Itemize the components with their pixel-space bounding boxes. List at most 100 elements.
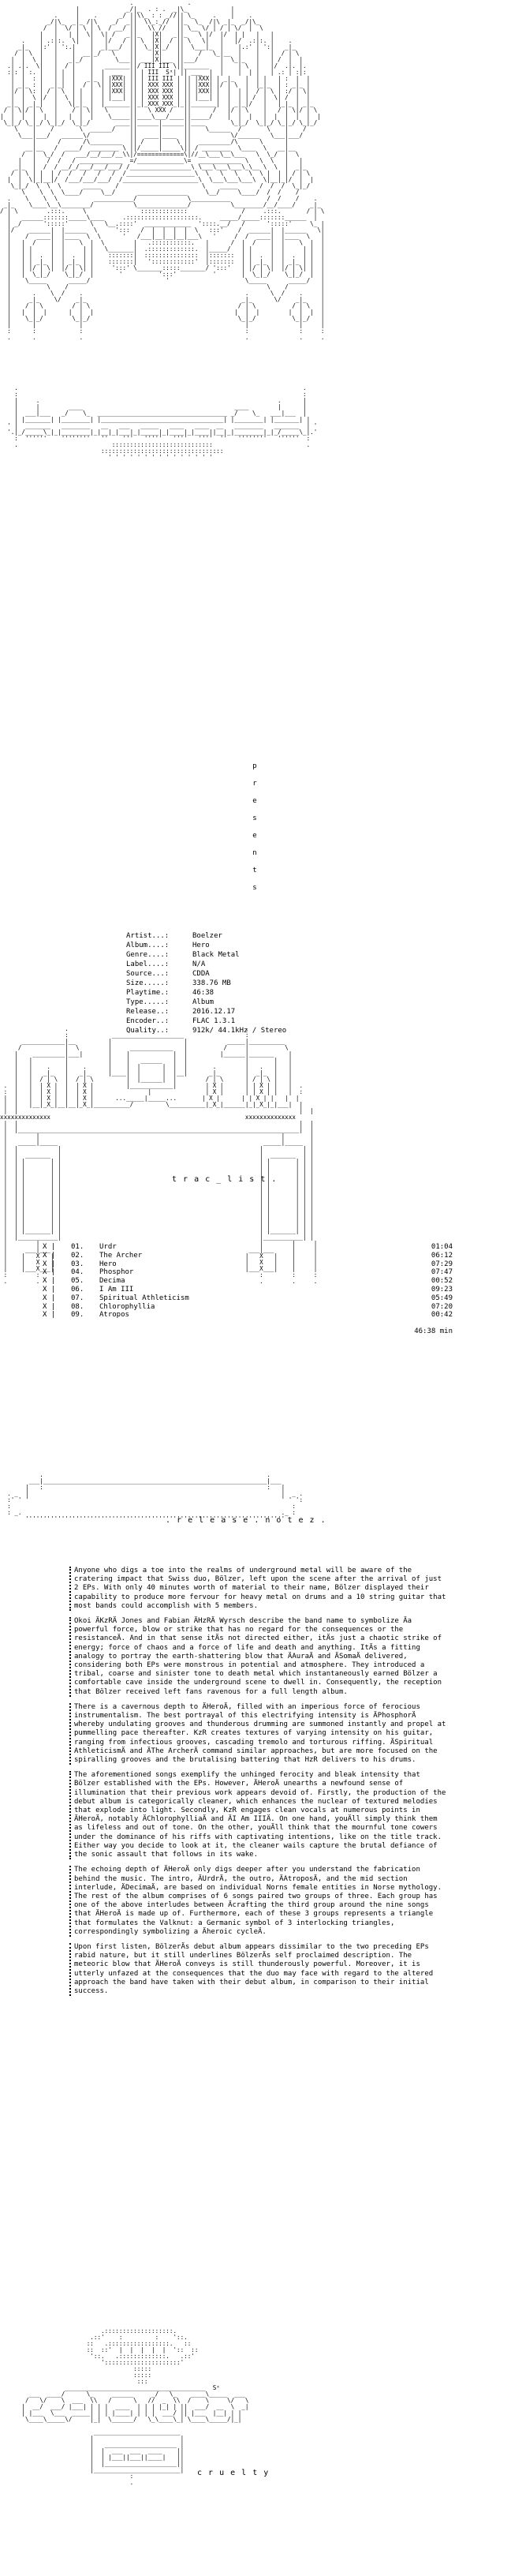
- total-playtime: 46:38 min: [414, 1327, 453, 1336]
- track-title: Hero: [99, 1260, 117, 1268]
- track-side-mark: X |: [43, 1243, 56, 1251]
- info-value: N/A: [192, 960, 206, 968]
- info-key: Label....:: [126, 960, 170, 968]
- info-value: Album: [192, 998, 214, 1006]
- info-value: 2016.12.17: [192, 1008, 236, 1016]
- track-title: Decima: [99, 1277, 125, 1286]
- track-duration: 01:04: [431, 1243, 453, 1251]
- info-row: Playtime.: 46:38: [126, 988, 457, 998]
- track-duration: 00:52: [431, 1277, 453, 1286]
- track-side-mark: X |: [43, 1311, 56, 1320]
- presents-letter: p: [252, 762, 257, 770]
- track-title: I Am III: [99, 1285, 134, 1294]
- info-key: Genre....:: [126, 951, 170, 959]
- info-key: Size.....:: [126, 979, 170, 987]
- info-key: Type.....:: [126, 998, 170, 1006]
- info-key: Encoder..:: [126, 1017, 170, 1025]
- track-row: X | 02. The Archer 06:12: [43, 1252, 453, 1260]
- tracklist-ascii-frame: . . : ____________________ : ___________…: [0, 1026, 511, 1357]
- release-notes-ascii-header: . . ___|________________________________…: [0, 1472, 511, 1551]
- info-key: Artist...:: [126, 932, 170, 940]
- track-title: Spiritual Athleticism: [99, 1294, 189, 1302]
- track-row: X | 08. Chlorophyllia 07:20: [43, 1303, 453, 1312]
- track-duration: 09:23: [431, 1285, 453, 1294]
- tracklist: X | 01. Urdr 01:04 X | 02. The Archer 06:12 X …: [43, 1243, 453, 1336]
- track-number: 01.: [71, 1243, 84, 1251]
- track-duration: 07:29: [431, 1260, 453, 1268]
- track-number: 09.: [71, 1311, 84, 1320]
- info-value: Hero: [192, 942, 210, 949]
- tracklist-frame-text: . . : ____________________ : ___________…: [0, 1026, 318, 1285]
- info-value: Black Metal: [192, 951, 240, 959]
- info-row: Genre....: Black Metal: [126, 950, 457, 960]
- info-value: FLAC 1.3.1: [192, 1017, 236, 1025]
- track-title: Chlorophyllia: [99, 1302, 155, 1311]
- info-row: Size.....: 338.76 MB: [126, 979, 457, 988]
- release-notes-header-text: . . ___|________________________________…: [7, 1472, 304, 1522]
- presents-letter: e: [252, 797, 257, 805]
- track-title: The Archer: [99, 1251, 143, 1260]
- info-key: Source...:: [126, 970, 170, 978]
- info-row: Label....: N/A: [126, 960, 457, 969]
- track-row: X | 09. Atropos 00:42: [43, 1311, 453, 1320]
- info-row: Album....: Hero: [126, 941, 457, 950]
- track-side-mark: X |: [43, 1260, 56, 1268]
- footer-word: c r u e l t y: [197, 2469, 270, 2477]
- track-number: 05.: [71, 1277, 84, 1286]
- info-value: 338.76 MB: [192, 979, 231, 987]
- track-title: Atropos: [99, 1311, 129, 1320]
- track-side-mark: X |: [43, 1268, 56, 1277]
- info-value: CDDA: [192, 970, 210, 978]
- track-row: X | 05. Decima 00:52: [43, 1277, 453, 1286]
- track-side-mark: X |: [43, 1251, 56, 1260]
- release-notes-paragraph: There is a cavernous depth to ÄHeroÄ, fi…: [69, 1702, 448, 1765]
- info-row: Release..: 2016.12.17: [126, 1007, 457, 1017]
- presents-letter: e: [252, 832, 257, 840]
- release-notes-heading: . r e l e a s e . n o t e z .: [166, 1516, 326, 1525]
- header-art-text: . . | _/|_ . : . _|\_ | . | . _/ ||\\_ :…: [0, 0, 325, 461]
- release-notes-paragraph: The echoing depth of ÄHeroÄ only digs de…: [69, 1866, 448, 1937]
- footer-ascii-art: .:::::::::::::::::::. .::' : : '::. :: .…: [0, 2328, 511, 2576]
- info-value: 46:38: [192, 989, 214, 997]
- track-side-mark: X |: [43, 1302, 56, 1311]
- track-duration: 05:49: [431, 1294, 453, 1302]
- track-side-mark: X |: [43, 1285, 56, 1294]
- total-playtime-row: 46:38 min: [43, 1327, 453, 1336]
- release-notes-paragraph: Anyone who digs a toe into the realms of…: [69, 1567, 448, 1612]
- info-key: Album....:: [126, 942, 170, 949]
- track-duration: 07:20: [431, 1302, 453, 1311]
- presents-letter: n: [252, 849, 257, 857]
- presents-letter: s: [252, 814, 257, 822]
- footer-art-text: .:::::::::::::::::::. .::' : : '::. :: .…: [21, 2328, 249, 2486]
- info-key: Quality..:: [126, 1027, 170, 1035]
- track-duration: 06:12: [431, 1251, 453, 1260]
- release-info: Artist...: Boelzer Album....: Hero Genre..…: [126, 931, 457, 1035]
- track-number: 07.: [71, 1294, 84, 1302]
- track-duration: 00:42: [431, 1311, 453, 1320]
- track-number: 04.: [71, 1268, 84, 1277]
- presents-column: p r e s e n t s: [249, 758, 260, 897]
- track-number: 02.: [71, 1251, 84, 1260]
- presents-letter: s: [252, 884, 257, 892]
- info-row: Quality..: 912k/ 44.1kHz / Stereo: [126, 1026, 457, 1035]
- track-row: X | 07. Spiritual Athleticism 05:49: [43, 1294, 453, 1303]
- info-key: Release..:: [126, 1008, 170, 1016]
- track-side-mark: X |: [43, 1294, 56, 1302]
- info-row: Artist...: Boelzer: [126, 931, 457, 941]
- info-key: Playtime.:: [126, 989, 170, 997]
- track-number: 06.: [71, 1285, 84, 1294]
- header-ascii-art: . . | _/|_ . : . _|\_ | . | . _/ ||\\_ :…: [0, 0, 511, 908]
- release-notes-paragraph: The aforementioned songs exemplify the u…: [69, 1771, 448, 1860]
- track-row: X | 06. I Am III 09:23: [43, 1286, 453, 1294]
- release-notes: Anyone who digs a toe into the realms of…: [69, 1567, 448, 2002]
- track-title: Urdr: [99, 1243, 117, 1251]
- track-duration: 07:47: [431, 1268, 453, 1277]
- info-value: 912k/ 44.1kHz / Stereo: [192, 1027, 287, 1035]
- info-row: Encoder..: FLAC 1.3.1: [126, 1017, 457, 1026]
- tracklist-heading: t r a c _ l i s t .: [172, 1175, 278, 1184]
- track-row: X | 01. Urdr 01:04: [43, 1243, 453, 1252]
- track-number: 08.: [71, 1302, 84, 1311]
- info-value: Boelzer: [192, 932, 222, 940]
- track-side-mark: X |: [43, 1277, 56, 1286]
